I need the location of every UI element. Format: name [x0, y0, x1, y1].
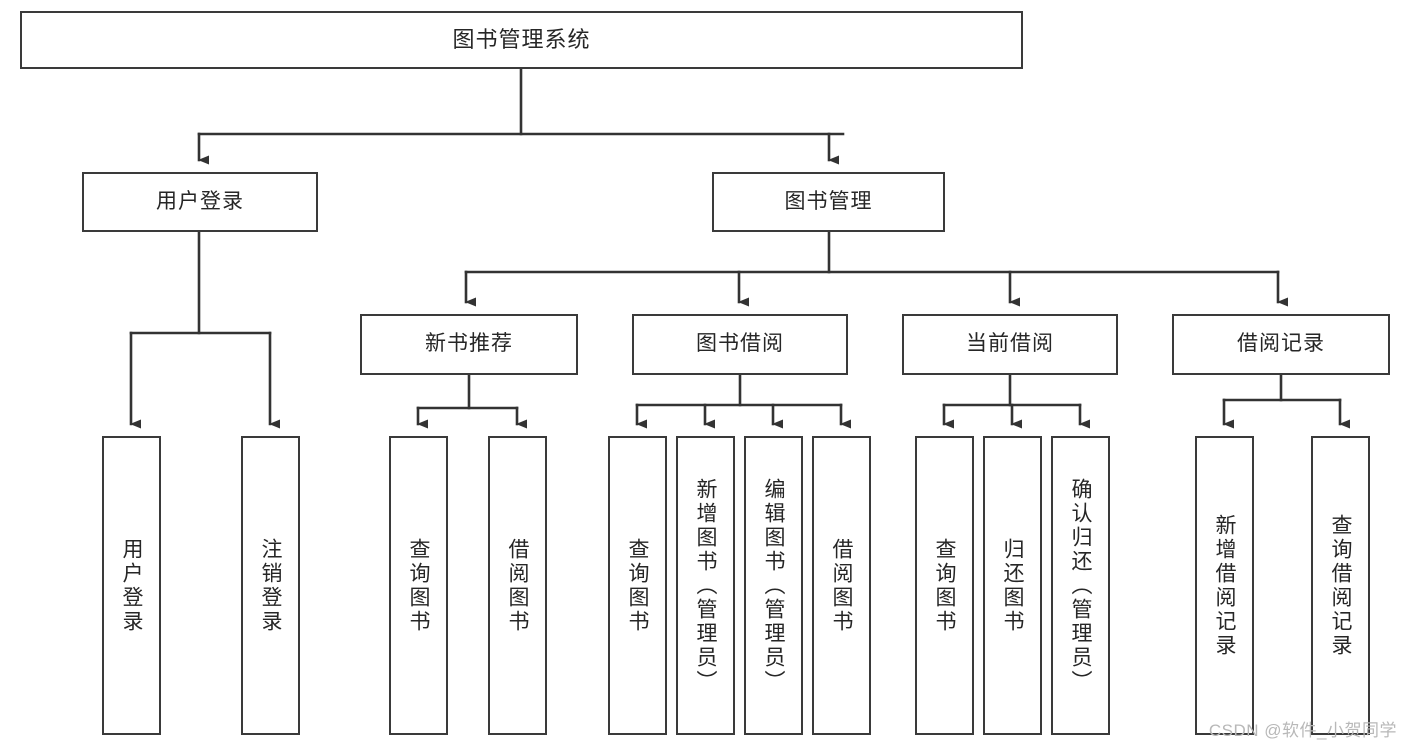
leaf-current-confirm-return-label: 确认归还（管理员） [1069, 477, 1092, 694]
leaf-new-borrow-book[interactable]: 借阅图书 [488, 436, 547, 735]
node-root[interactable]: 图书管理系统 [20, 11, 1023, 69]
leaf-user-logout-label: 注销登录 [259, 537, 282, 634]
leaf-current-query-book-label: 查询图书 [933, 537, 956, 634]
node-new-book-recommend-label: 新书推荐 [425, 332, 513, 356]
leaf-borrow-query-book[interactable]: 查询图书 [608, 436, 667, 735]
node-current-borrow-label: 当前借阅 [966, 332, 1054, 356]
node-borrow-records-label: 借阅记录 [1237, 332, 1325, 356]
leaf-user-logout[interactable]: 注销登录 [241, 436, 300, 735]
node-book-management-label: 图书管理 [784, 189, 873, 213]
leaf-borrow-query-book-label: 查询图书 [626, 537, 649, 634]
leaf-user-login[interactable]: 用户登录 [102, 436, 161, 735]
node-book-borrow[interactable]: 图书借阅 [632, 314, 848, 375]
leaf-new-borrow-book-label: 借阅图书 [506, 537, 529, 634]
leaf-new-query-book[interactable]: 查询图书 [389, 436, 448, 735]
node-current-borrow[interactable]: 当前借阅 [902, 314, 1118, 375]
node-new-book-recommend[interactable]: 新书推荐 [360, 314, 578, 375]
leaf-borrow-borrow-book[interactable]: 借阅图书 [812, 436, 871, 735]
node-user-login[interactable]: 用户登录 [82, 172, 318, 232]
leaf-current-confirm-return[interactable]: 确认归还（管理员） [1051, 436, 1110, 735]
leaf-user-login-label: 用户登录 [120, 537, 143, 634]
node-root-label: 图书管理系统 [452, 27, 591, 53]
node-user-login-label: 用户登录 [156, 189, 244, 213]
leaf-borrow-add-book-label: 新增图书（管理员） [694, 477, 717, 694]
leaf-new-query-book-label: 查询图书 [407, 537, 430, 634]
leaf-current-return-book[interactable]: 归还图书 [983, 436, 1042, 735]
node-book-borrow-label: 图书借阅 [696, 332, 784, 356]
leaf-borrow-edit-book[interactable]: 编辑图书（管理员） [744, 436, 803, 735]
leaf-record-add[interactable]: 新增借阅记录 [1195, 436, 1254, 735]
leaf-current-query-book[interactable]: 查询图书 [915, 436, 974, 735]
leaf-record-query[interactable]: 查询借阅记录 [1311, 436, 1370, 735]
leaf-record-add-label: 新增借阅记录 [1213, 513, 1236, 658]
leaf-record-query-label: 查询借阅记录 [1329, 513, 1352, 658]
node-borrow-records[interactable]: 借阅记录 [1172, 314, 1390, 375]
leaf-current-return-book-label: 归还图书 [1001, 537, 1024, 634]
leaf-borrow-borrow-book-label: 借阅图书 [830, 537, 853, 634]
leaf-borrow-add-book[interactable]: 新增图书（管理员） [676, 436, 735, 735]
leaf-borrow-edit-book-label: 编辑图书（管理员） [762, 477, 785, 694]
node-book-management[interactable]: 图书管理 [712, 172, 945, 232]
